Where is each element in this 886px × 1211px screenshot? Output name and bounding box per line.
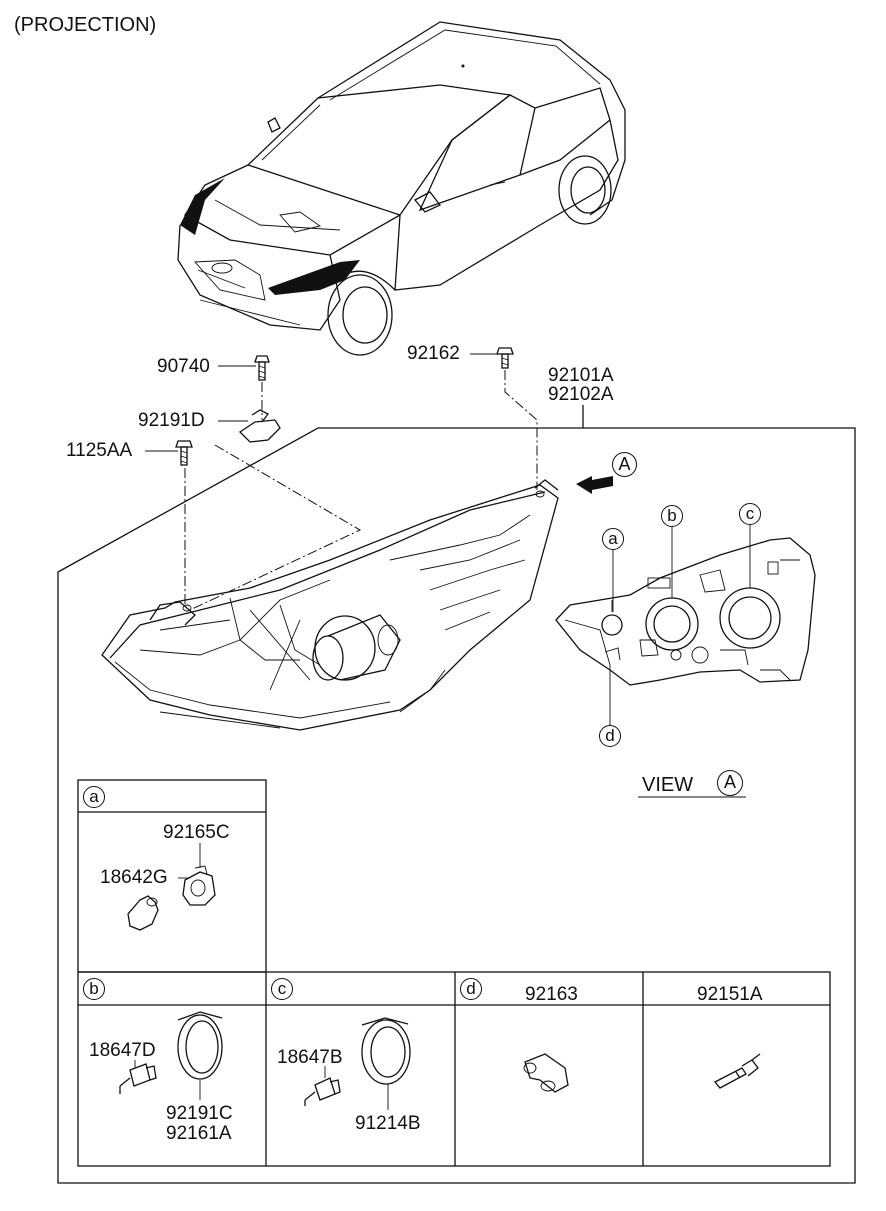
callout-a: a (602, 528, 624, 550)
table-d-badge: d (460, 978, 482, 1000)
part-label-92165C: 92165C (163, 822, 230, 843)
ring-92191C-icon (177, 1011, 223, 1080)
view-a-marker-top: A (612, 452, 637, 477)
part-label-92191C: 92191C (166, 1103, 233, 1124)
headlamp-assembly-icon (101, 479, 559, 731)
part-label-18647D: 18647D (89, 1040, 156, 1061)
view-label: VIEW (642, 774, 694, 796)
part-label-92151A: 92151A (697, 984, 763, 1005)
part-label-92102A: 92102A (548, 384, 614, 405)
bolt-90740-icon (254, 355, 270, 381)
car-illustration (177, 21, 626, 356)
part-label-92162: 92162 (407, 343, 460, 364)
grommet-92163-icon (523, 1053, 569, 1093)
part-label-18642G: 18642G (100, 867, 168, 888)
table-a-badge: a (83, 786, 105, 808)
bulb-18642G-icon (127, 895, 159, 931)
view-direction-arrow-icon (576, 476, 613, 494)
table-b-badge: b (83, 978, 105, 1000)
assembly-frame (57, 405, 856, 1184)
part-label-1125AA: 1125AA (66, 440, 133, 461)
part-label-92101A: 92101A (548, 365, 614, 386)
callout-d: d (599, 725, 621, 747)
bolt-92162-icon (496, 347, 514, 369)
ring-91214B-icon (361, 1017, 411, 1085)
part-label-18647B: 18647B (277, 1047, 343, 1068)
table-c-badge: c (271, 978, 293, 1000)
bulb-18647D-icon (119, 1063, 157, 1094)
part-label-90740: 90740 (157, 356, 210, 377)
bracket-92191D-icon (238, 409, 281, 443)
part-label-92191D: 92191D (138, 410, 205, 431)
view-a-rear-lamp-icon (555, 537, 816, 686)
page-title: (PROJECTION) (14, 14, 157, 36)
bolt-1125AA-icon (175, 440, 193, 466)
part-label-91214B: 91214B (355, 1113, 421, 1134)
part-label-92161A: 92161A (166, 1123, 232, 1144)
socket-92165C-icon (182, 865, 216, 906)
callout-b: b (661, 505, 683, 527)
detail-tables (77, 779, 831, 1167)
view-a-marker: A (717, 770, 743, 796)
callout-c: c (739, 503, 761, 525)
part-label-92163: 92163 (525, 984, 578, 1005)
bulb-18647B-icon (304, 1077, 341, 1106)
connector-92151A-icon (713, 1053, 761, 1089)
